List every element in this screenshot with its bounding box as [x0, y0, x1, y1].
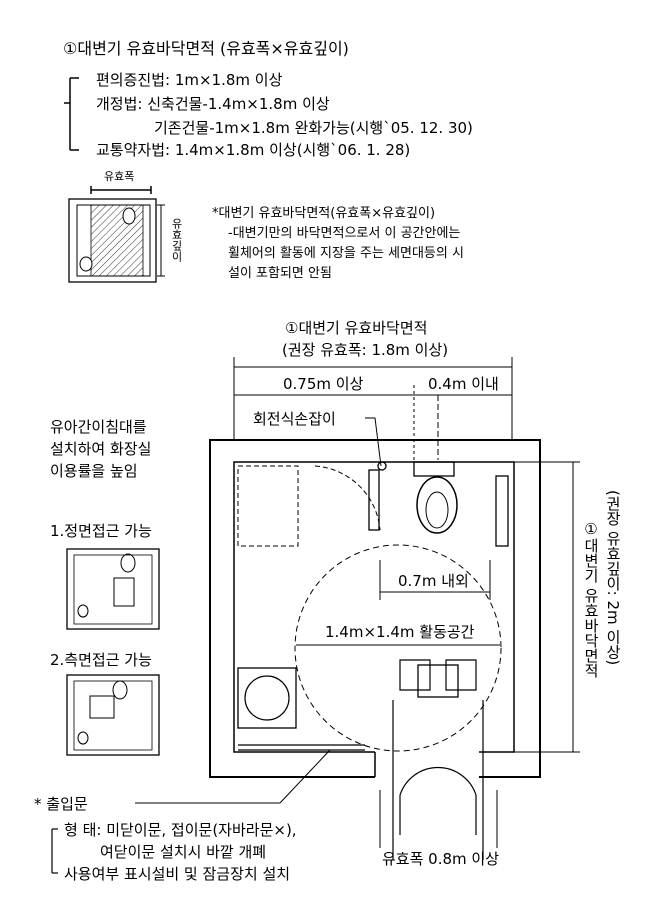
small-depth-label: 유효깊이: [170, 218, 183, 262]
front-access-label: 1.정면접근 가능: [50, 522, 152, 540]
plan-title1: ①대변기 유효바닥면적: [285, 319, 428, 337]
side-access-label: 2.측면접근 가능: [50, 651, 152, 669]
main-plan: [209, 357, 580, 860]
dim-075: 0.75m 이상: [283, 375, 364, 393]
dim-07: 0.7m 내외: [398, 572, 469, 590]
small-width-label: 유효폭: [104, 170, 135, 183]
note-line1: *대변기 유효바닥면적(유효폭×유효깊이): [212, 206, 436, 221]
front-access-plan: [66, 548, 160, 630]
grab-bar-label: 회전식손잡이: [253, 410, 336, 428]
activity-space-label: 1.4m×1.4m 활동공간: [325, 623, 475, 641]
door-note3: 사용여부 표시설비 및 잠금장치 설치: [64, 865, 291, 883]
header-line4: 교통약자법: 1.4m×1.8m 이상(시행`06. 1. 28): [96, 141, 411, 159]
door-note2: 여닫이문 설치시 바깥 개폐: [100, 843, 267, 861]
header-line2: 개정법: 신축건물-1.4m×1.8m 이상: [96, 95, 330, 113]
note-line2: -대변기만의 바닥면적으로서 이 공간안에는: [228, 226, 461, 241]
dim-04: 0.4m 이내: [428, 375, 499, 393]
depth-label1: ①대변기 유효바닥면적: [582, 520, 600, 678]
header-title: ①대변기 유효바닥면적 (유효폭×유효깊이): [63, 39, 349, 58]
note-line4: 설이 포함되면 안됨: [228, 266, 332, 281]
plan-title2: (권장 유효폭: 1.8m 이상): [282, 341, 449, 359]
side-access-plan: [66, 674, 160, 756]
baby-note3: 이용률을 높임: [50, 462, 138, 480]
door-heading: * 출입문: [34, 795, 88, 813]
header-line3: 기존건물-1m×1.8m 완화가능(시행`05. 12. 30): [154, 119, 473, 137]
door-width-label: 유효폭 0.8m 이상: [382, 850, 500, 868]
header-line1: 편의증진법: 1m×1.8m 이상: [96, 71, 283, 89]
baby-note1: 유아간이침대를: [50, 418, 147, 436]
small-plan: [68, 186, 165, 283]
baby-note2: 설치하여 화장실: [50, 440, 152, 458]
note-line3: 휠체어의 활동에 지장을 주는 세면대등의 시: [228, 246, 464, 261]
door-note1: 형 태: 미닫이문, 접이문(자바라문×),: [64, 821, 297, 839]
header-bracket: [64, 77, 79, 151]
depth-label2: (권장 유효깊이: 2m 이상): [604, 490, 622, 666]
